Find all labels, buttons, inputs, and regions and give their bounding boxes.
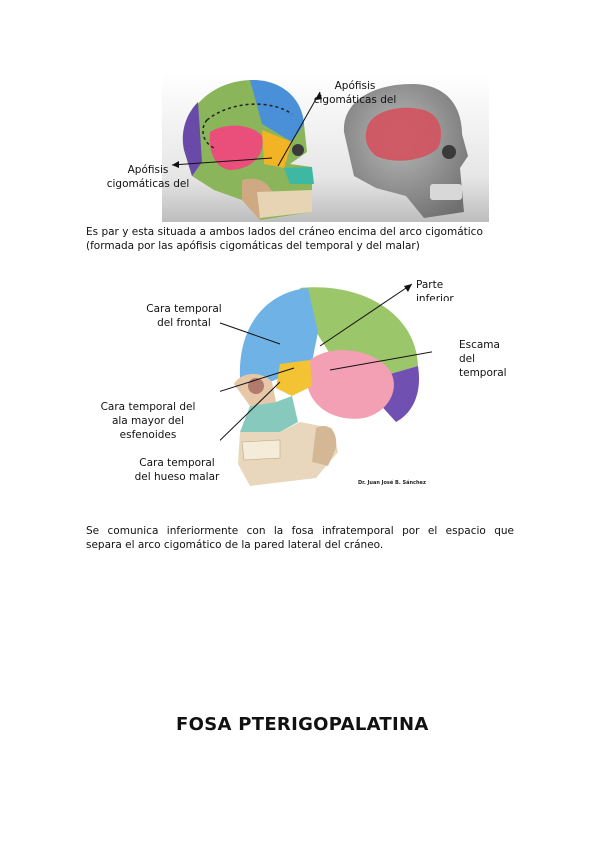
label-cara-temporal-malar: Cara temporal del hueso malar [134,457,220,483]
label-cara-temporal-esfenoides: Cara temporal del ala mayor del esfenoid… [100,401,196,441]
colored-skull-left [182,79,314,220]
figure-1-skulls [162,72,489,222]
figure-2-skull [179,282,455,490]
label-parte-inferior: Parte inferior [416,279,454,301]
section-heading: FOSA PTERIGOPALATINA [176,714,429,735]
grey-skull-right [343,84,468,218]
label-cara-temporal-frontal: Cara temporal del frontal [146,303,222,329]
label-apofisis-top: Apófisis cigomáticas del [313,80,397,106]
label-apofisis-left: Apófisis cigomáticas del [106,164,190,190]
figure-credit: Dr. Juan José B. Sánchez [358,480,426,486]
paragraph-arco-cigomatico: Es par y esta situada a ambos lados del … [86,226,483,252]
figure-1-illustration [162,72,489,222]
label-escama-temporal: Escama del temporal [459,339,507,379]
paragraph-fosa-infratemporal: Se comunica inferiormente con la fosa in… [86,525,514,551]
figure-2-illustration [179,283,455,486]
